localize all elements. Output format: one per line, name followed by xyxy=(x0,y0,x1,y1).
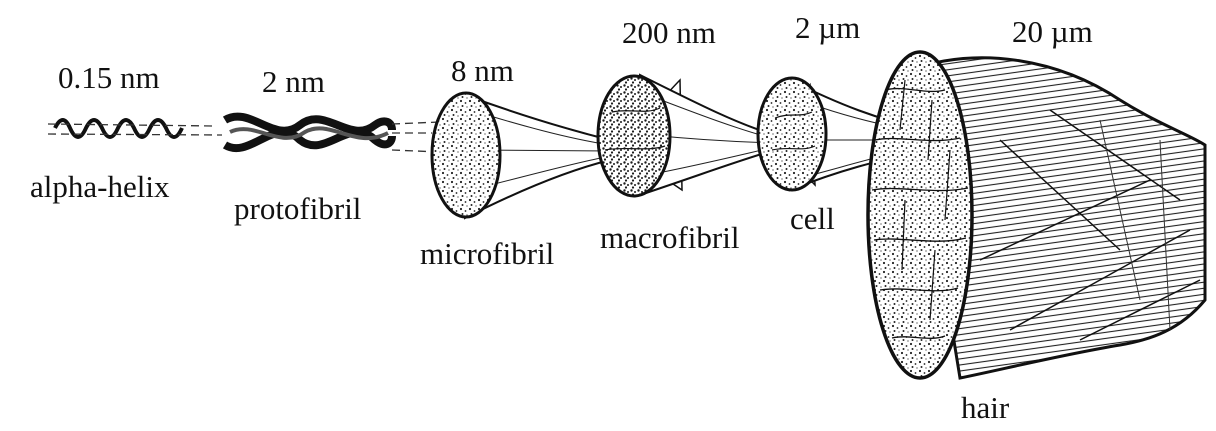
name-label-macrofibril: macrofibril xyxy=(600,222,739,253)
name-label-cell: cell xyxy=(790,203,835,234)
name-label-microfibril: microfibril xyxy=(420,238,554,269)
size-label-microfibril: 8 nm xyxy=(451,55,514,86)
name-label-protofibril: protofibril xyxy=(234,193,361,224)
size-label-macrofibril: 200 nm xyxy=(622,17,716,48)
protofibril-drawing xyxy=(225,117,440,152)
size-label-protofibril: 2 nm xyxy=(262,66,325,97)
size-label-cell: 2 µm xyxy=(795,12,860,43)
macrofibril-drawing xyxy=(598,75,775,196)
name-label-hair: hair xyxy=(961,392,1009,423)
size-label-hair: 20 µm xyxy=(1012,16,1093,47)
name-label-alpha-helix: alpha-helix xyxy=(30,171,169,202)
hair-drawing xyxy=(868,52,1205,378)
alpha-helix-drawing xyxy=(48,120,222,137)
size-label-alpha-helix: 0.15 nm xyxy=(58,62,160,93)
microfibril-drawing xyxy=(432,93,610,218)
